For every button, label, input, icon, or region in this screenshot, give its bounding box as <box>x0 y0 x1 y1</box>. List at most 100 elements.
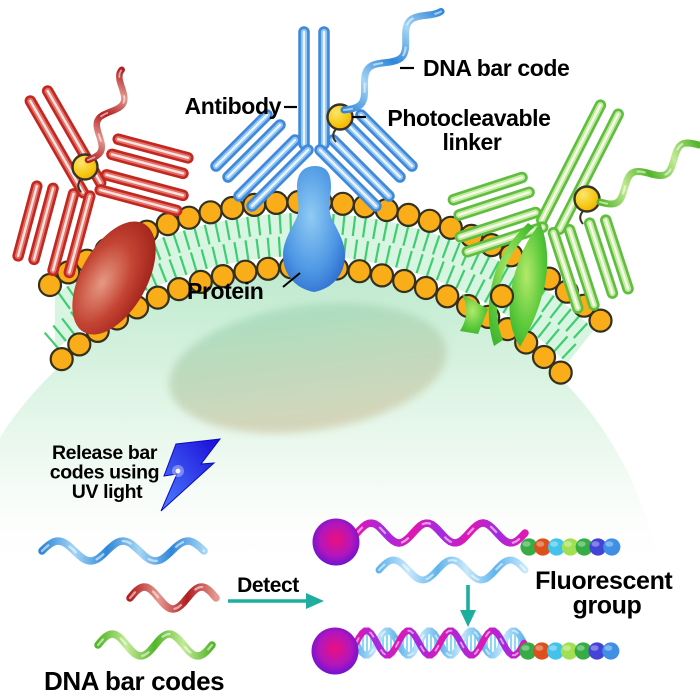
nucleus <box>169 302 447 434</box>
lipid-tail <box>235 218 241 239</box>
antibody-bar <box>568 228 596 307</box>
lipid-tail <box>189 252 198 273</box>
antibody-bar <box>105 173 185 197</box>
lipid-head <box>210 264 235 289</box>
annotations: Antibody DNA bar code Photocleavable lin… <box>44 55 674 695</box>
lipid-tail <box>374 242 381 264</box>
membrane-extras <box>489 283 515 309</box>
antibody-bar <box>540 103 602 222</box>
lipid-tail <box>278 213 282 234</box>
lipid-tail <box>43 331 59 349</box>
lipid-tail <box>451 242 461 263</box>
membrane-proteins <box>72 166 548 347</box>
bead-highlight <box>605 541 614 547</box>
probe-strand-magenta-sheen <box>355 521 527 545</box>
lipid-tail <box>179 255 188 276</box>
green-protein-body <box>509 223 548 347</box>
lipid-tail <box>172 233 181 254</box>
lipid-tail <box>488 260 500 280</box>
barcode-strand-green-ribbon <box>94 630 216 660</box>
antibody-bar <box>29 99 85 195</box>
antibody-bar <box>604 218 630 290</box>
uv-flash <box>160 438 222 512</box>
photocleavable-linker-green <box>573 185 601 213</box>
lipid-tail <box>445 265 456 285</box>
lipid-tail <box>246 216 252 237</box>
lipid-tail <box>382 221 389 242</box>
lipid-tail <box>384 245 392 266</box>
red-protein <box>72 221 156 335</box>
lipid-head <box>166 277 192 302</box>
lipid-head <box>188 269 213 294</box>
lipid-head <box>256 256 281 281</box>
lipid-head <box>392 268 417 294</box>
lipid-tail <box>363 241 370 262</box>
lipid-tail <box>565 315 581 332</box>
lipid-head <box>396 202 421 227</box>
lipid-tail <box>435 261 445 281</box>
antibody-bar <box>250 148 310 208</box>
lipid-tail <box>425 257 435 277</box>
detect-arrowhead-icon <box>306 593 324 609</box>
green-protein-sliver <box>488 223 534 346</box>
lipid-tail <box>361 217 367 238</box>
bead-highlight <box>521 645 530 651</box>
uv-lightning-icon <box>160 438 222 512</box>
label-dna-bar-codes: DNA bar codes <box>44 666 224 695</box>
lipid-tail <box>412 228 420 249</box>
lipid-tail <box>474 279 486 298</box>
antibody-bar <box>466 226 544 253</box>
antibody-bar <box>117 137 190 160</box>
lipid-tail <box>541 295 555 313</box>
helix-strand-magenta <box>352 627 528 659</box>
label-release-uv: Release bar codes using UV light <box>50 442 164 503</box>
lipid-tail <box>52 324 67 342</box>
bead-highlight <box>536 541 545 547</box>
lipid-tail <box>182 230 191 251</box>
bead-highlight <box>562 645 571 651</box>
antibody-bar <box>552 231 580 310</box>
green-antibody <box>447 99 634 314</box>
lipid-tail <box>549 301 564 319</box>
bead-highlight <box>563 541 572 547</box>
fluorescent-bead <box>588 642 606 660</box>
protein-pointer <box>282 272 301 288</box>
label-detect: Detect <box>237 574 299 597</box>
bead-highlight <box>550 541 559 547</box>
lipid-tail <box>557 308 572 326</box>
released-strand-blue <box>375 556 529 584</box>
lipid-tail <box>168 259 178 279</box>
fluorescent-bead <box>561 538 580 556</box>
lipid-head <box>531 344 557 370</box>
lipid-tail <box>255 238 261 259</box>
lipid-tail <box>200 249 208 270</box>
lipid-head <box>330 191 355 216</box>
dna-strand-red-sheen <box>87 68 126 161</box>
lipid-tail <box>402 225 410 246</box>
barcode-strand-green <box>94 630 216 660</box>
lipid-tail <box>256 215 262 236</box>
antibody-bar <box>346 123 402 179</box>
antibody-bar <box>359 113 414 168</box>
fluorescent-bead <box>574 642 592 660</box>
helix-strand-cyan-sheen <box>355 629 525 657</box>
lipid-tail <box>392 223 399 244</box>
antibody-bar <box>32 187 55 261</box>
dna-strand-green <box>596 139 700 208</box>
antibody-bar <box>110 153 185 175</box>
antibody-bar <box>588 221 614 295</box>
antibody-bar <box>226 123 282 179</box>
bead-highlight <box>535 645 544 651</box>
antibody-bar <box>98 188 178 212</box>
dna-strands <box>38 7 700 660</box>
bead-highlight <box>522 541 531 547</box>
lipid-tail <box>561 343 577 360</box>
antibodies <box>12 26 634 314</box>
lipid-tail <box>395 247 403 268</box>
detect-arrow <box>228 593 324 609</box>
lipid-tail <box>162 236 172 257</box>
antibody-bar <box>214 113 269 168</box>
antibody-bar <box>459 211 537 239</box>
lipid-tail <box>537 321 552 339</box>
antibody-bar <box>51 192 75 272</box>
